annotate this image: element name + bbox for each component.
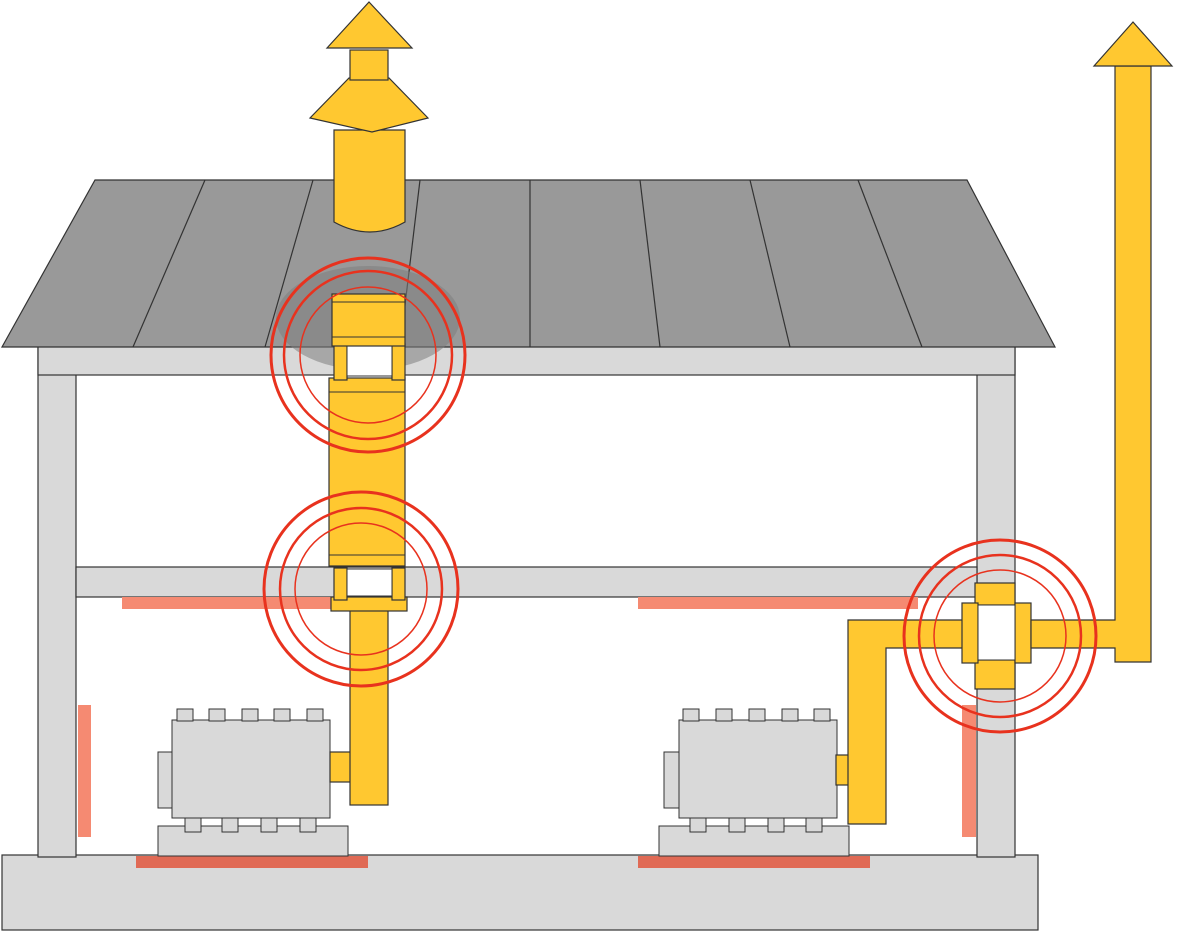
rain-cap-neck [349, 49, 389, 81]
boiler-left [157, 708, 353, 857]
flue-left-floor-window [346, 568, 393, 597]
rain-cap-icon [308, 77, 430, 133]
ring-highlight-icon [902, 538, 1098, 734]
passage-roof [269, 256, 467, 454]
flue-left-roof-sleeve-right [391, 343, 406, 381]
heater-strip-wall-left [78, 705, 91, 837]
flue-right-sleeve-bottom [974, 659, 1016, 690]
flue-right [847, 21, 1174, 825]
roof [0, 179, 1056, 370]
heater-strip-upper-left [122, 597, 332, 609]
flue-left-roof-window [346, 345, 393, 377]
flue-left-top-pipe [333, 129, 406, 233]
flue-left-roof-sleeve-left [333, 343, 348, 381]
heater-strip-floor-left [136, 856, 368, 868]
flue-right-sleeve-left [961, 602, 979, 664]
ring-highlight-icon [262, 490, 460, 688]
flue-right-outlet-pipe [1030, 65, 1152, 663]
passage-floor [262, 490, 460, 688]
flue-left-mid-pipe [328, 377, 406, 567]
flue-right-sleeve-right [1014, 602, 1032, 664]
intermediate-floor [75, 566, 978, 598]
boiler-right [658, 708, 855, 857]
flue-right-wall-window [977, 604, 1016, 661]
flue-left-lower-pipe [349, 604, 389, 806]
heating-strips [78, 597, 976, 868]
heater-strip-wall-right [962, 705, 976, 837]
boiler-left-outlet [329, 751, 353, 783]
ceiling-beam [37, 344, 1016, 376]
arrow-up-icon-right [1092, 21, 1174, 67]
flue-left-floor-sleeve-bottom [330, 596, 408, 612]
flue-left-floor-sleeve-left [333, 567, 348, 601]
flue-right-sleeve-top [974, 582, 1016, 606]
flue-left-floor-sleeve-right [391, 567, 406, 601]
left-wall [37, 344, 77, 858]
arrow-up-icon-left [325, 1, 414, 49]
ring-highlight-icon [269, 256, 467, 454]
passage-wall [902, 538, 1098, 734]
flue-left [308, 1, 430, 806]
heater-strip-floor-right [638, 856, 870, 868]
roof-panel [0, 179, 1056, 348]
heater-strip-upper-right [638, 597, 918, 609]
